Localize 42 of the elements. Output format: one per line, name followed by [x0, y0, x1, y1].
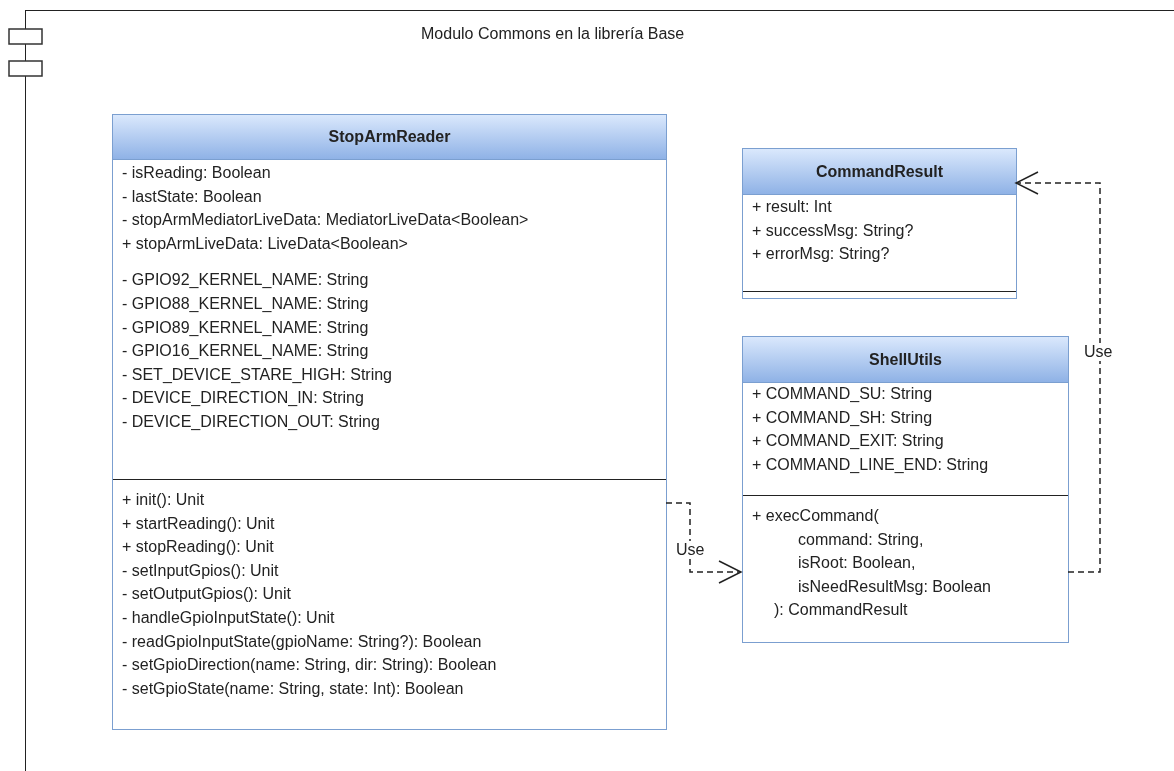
attribute-text: - SET_DEVICE_STARE_HIGH: String — [122, 364, 392, 385]
method-text: - setGpioDirection(name: String, dir: String): Boolean — [122, 655, 497, 676]
class-box — [742, 336, 1069, 643]
class-box — [742, 148, 1017, 299]
method-text: ): CommandResult — [774, 600, 908, 621]
method-text: + startReading(): Unit — [122, 513, 275, 534]
class-box — [112, 114, 667, 730]
attribute-text: + stopArmLiveData: LiveData<Boolean> — [122, 233, 408, 254]
attribute-text: - stopArmMediatorLiveData: MediatorLiveData<Boolean> — [122, 210, 529, 231]
attribute-text: - isReading: Boolean — [122, 163, 271, 183]
attribute-text: + COMMAND_SU: String — [752, 384, 933, 404]
method-text: - readGpioInputState(gpioName: String?): Boolean — [122, 631, 482, 652]
method-text: - setOutputGpios(): Unit — [122, 584, 291, 605]
attribute-text: - GPIO88_KERNEL_NAME: String — [122, 294, 369, 314]
method-text: - handleGpioInputState(): Unit — [122, 608, 335, 628]
edge-label: Use — [1082, 343, 1115, 361]
attribute-text: - DEVICE_DIRECTION_IN: String — [122, 388, 364, 409]
method-text: isRoot: Boolean, — [798, 553, 916, 574]
attribute-text: + COMMAND_SH: String — [752, 407, 933, 428]
attribute-text: + errorMsg: String? — [752, 244, 890, 265]
module-title: Modulo Commons en la librería Base — [421, 25, 685, 43]
attribute-text: - GPIO92_KERNEL_NAME: String — [122, 270, 369, 291]
attribute-text: + COMMAND_LINE_END: String — [752, 454, 989, 475]
method-text: + execCommand( — [752, 506, 879, 526]
attribute-text: - DEVICE_DIRECTION_OUT: String — [122, 412, 380, 432]
attribute-text: + successMsg: String? — [752, 220, 914, 241]
method-text: command: String, — [798, 529, 924, 550]
method-text: - setGpioState(name: String, state: Int): Boolean — [122, 678, 464, 699]
attribute-text: - GPIO89_KERNEL_NAME: String — [122, 317, 369, 338]
class-name: CommandResult — [815, 162, 944, 181]
method-text: - setInputGpios(): Unit — [122, 560, 279, 581]
method-text: + init(): Unit — [122, 490, 205, 510]
dependency-arrow — [665, 502, 742, 584]
attribute-text: + COMMAND_EXIT: String — [752, 431, 944, 452]
method-text: + stopReading(): Unit — [122, 537, 274, 558]
dependency-arrow — [1015, 171, 1101, 573]
class-name: ShellUtils — [869, 350, 942, 369]
class-name: StopArmReader — [328, 128, 451, 146]
attribute-text: + result: Int — [752, 197, 832, 217]
attribute-text: - GPIO16_KERNEL_NAME: String — [122, 341, 369, 362]
attribute-text: - lastState: Boolean — [122, 186, 262, 207]
method-text: isNeedResultMsg: Boolean — [798, 576, 991, 597]
